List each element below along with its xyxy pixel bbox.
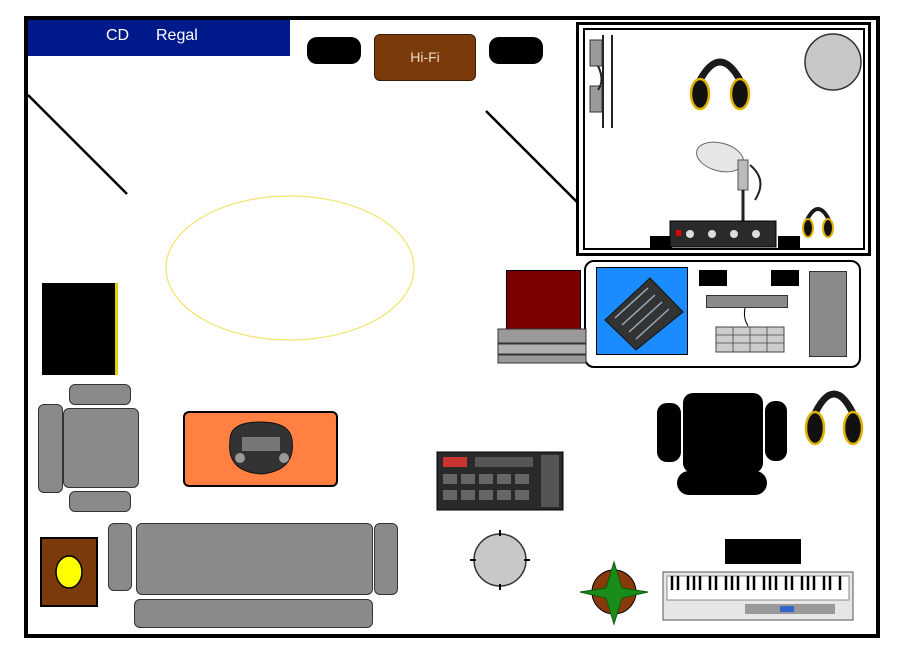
guitar-multi-effects-icon — [229, 421, 293, 475]
studio-monitor-right — [771, 270, 799, 286]
office-chair-back — [677, 471, 767, 495]
armchair-arm-bottom — [69, 491, 131, 512]
mixer-icon — [604, 277, 684, 351]
plant-icon — [579, 560, 649, 626]
floor-speaker — [42, 283, 118, 375]
sofa-arm-right — [374, 523, 398, 595]
office-chair-arm-right — [765, 401, 787, 461]
sofa-seat — [136, 523, 373, 595]
hifi-label: Hi-Fi — [410, 49, 440, 65]
cd-shelf-banner: CD Regal — [28, 20, 290, 56]
studio-monitor-left — [699, 270, 727, 286]
condenser-microphone-icon — [696, 141, 762, 222]
office-chair-seat — [683, 393, 763, 473]
round-stool — [470, 530, 530, 590]
armchair-seat — [63, 408, 139, 488]
rack-units — [497, 328, 587, 364]
hifi-speaker-right — [489, 37, 543, 64]
rug-outline — [165, 195, 415, 341]
keyboard-icon — [715, 326, 785, 353]
cd-label: CD — [106, 27, 130, 44]
armchair-arm-top — [69, 384, 131, 405]
keyboard-cable — [743, 307, 749, 327]
hifi-unit: Hi-Fi — [374, 34, 476, 81]
door-line-left — [27, 94, 128, 195]
video-monitor — [506, 270, 581, 330]
sofa-back — [134, 599, 373, 628]
computer-tower — [809, 271, 847, 357]
office-chair-arm-left — [657, 403, 681, 462]
microphone-stand-icon — [589, 35, 613, 128]
headphones-icon — [689, 58, 751, 111]
small-headphones-icon — [802, 207, 834, 238]
hifi-speaker-left — [307, 37, 361, 64]
keyboard-bench — [725, 539, 801, 564]
midi-keyboard-icon — [662, 571, 854, 621]
booth-stool — [804, 33, 862, 91]
regal-label: Regal — [156, 27, 198, 44]
computer-screen — [706, 295, 788, 308]
sofa-arm-left — [108, 523, 132, 591]
desk-headphones-icon — [804, 390, 864, 446]
armchair-back — [38, 404, 63, 493]
preamp-rack-icon — [650, 220, 800, 248]
door-line-right — [485, 110, 579, 204]
lamp-icon — [55, 555, 83, 589]
drum-machine-icon — [436, 451, 564, 511]
